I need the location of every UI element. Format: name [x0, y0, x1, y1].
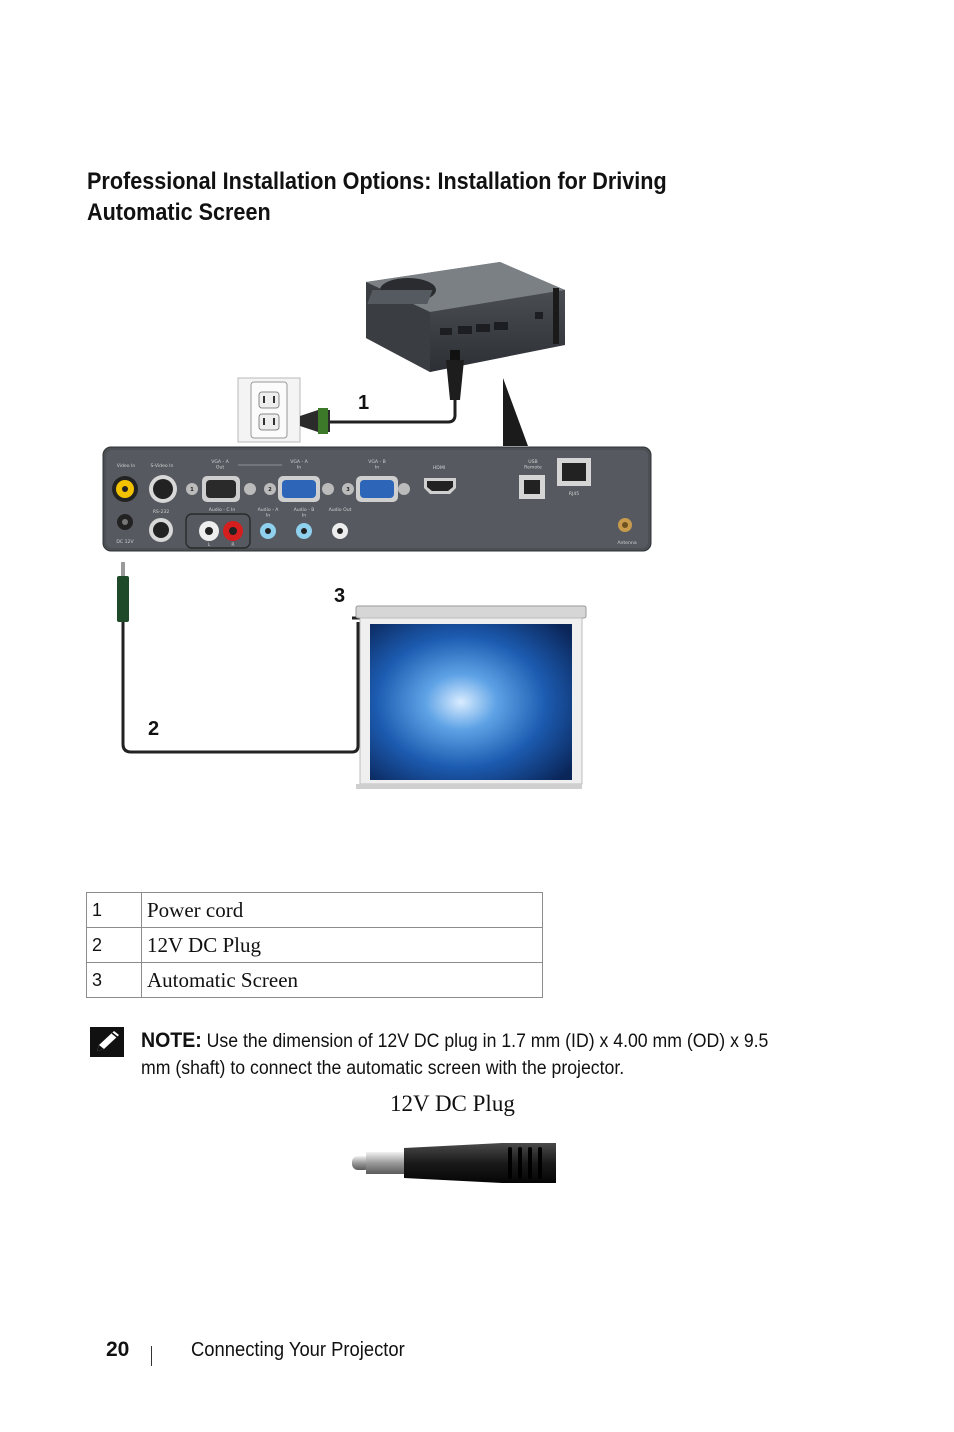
callout-3: 3 [334, 585, 346, 607]
note-text: Use the dimension of 12V DC plug in 1.7 … [141, 1031, 769, 1079]
label-audio-l: L [208, 542, 211, 548]
label-rs232: RS-232 [153, 509, 170, 515]
callout-1: 1 [358, 392, 370, 414]
legend-number: 2 [86, 927, 142, 963]
page-title: Professional Installation Options: Insta… [87, 168, 667, 226]
table-row: 1 Power cord [86, 892, 543, 928]
automatic-screen-illustration [355, 605, 587, 789]
legend-table: 1 Power cord 2 12V DC Plug 3 Automatic S… [86, 892, 543, 998]
label-audio-out: Audio Out [329, 507, 352, 513]
label-rj45: RJ45 [569, 491, 579, 497]
wall-outlet [237, 377, 330, 443]
footer-divider [151, 1346, 152, 1366]
legend-description: Automatic Screen [141, 962, 543, 998]
svg-text:2: 2 [268, 487, 272, 493]
legend-number: 3 [86, 962, 142, 998]
label-video-in: Video In [117, 463, 136, 469]
note-pencil-icon [90, 1027, 124, 1057]
label-audio-r: R [231, 542, 235, 548]
legend-number: 1 [86, 892, 142, 928]
zoom-indicator [503, 378, 528, 446]
note-block: NOTE: Use the dimension of 12V DC plug i… [141, 1027, 792, 1082]
label-antenna: Antenna [617, 540, 637, 546]
label-hdmi: HDMI [433, 465, 445, 471]
callout-2: 2 [148, 718, 160, 740]
footer-section-title: Connecting Your Projector [191, 1339, 405, 1361]
dc-plug-photo [352, 1143, 556, 1183]
table-row: 3 Automatic Screen [86, 962, 543, 998]
projector-illustration [366, 262, 565, 372]
svg-text:3: 3 [346, 487, 350, 493]
power-cord [330, 360, 464, 424]
note-label: NOTE: [141, 1029, 202, 1052]
plug-caption: 12V DC Plug [390, 1091, 515, 1116]
table-row: 2 12V DC Plug [86, 927, 543, 963]
dc-cable [117, 562, 364, 754]
svg-text:1: 1 [190, 487, 194, 493]
legend-description: 12V DC Plug [141, 927, 543, 963]
page-number: 20 [106, 1338, 130, 1361]
legend-description: Power cord [141, 892, 543, 928]
label-audio-c-in: Audio - C In [209, 507, 236, 513]
label-dc-12v: DC 12V [116, 539, 134, 545]
label-svideo-in: S-Video In [151, 463, 174, 469]
